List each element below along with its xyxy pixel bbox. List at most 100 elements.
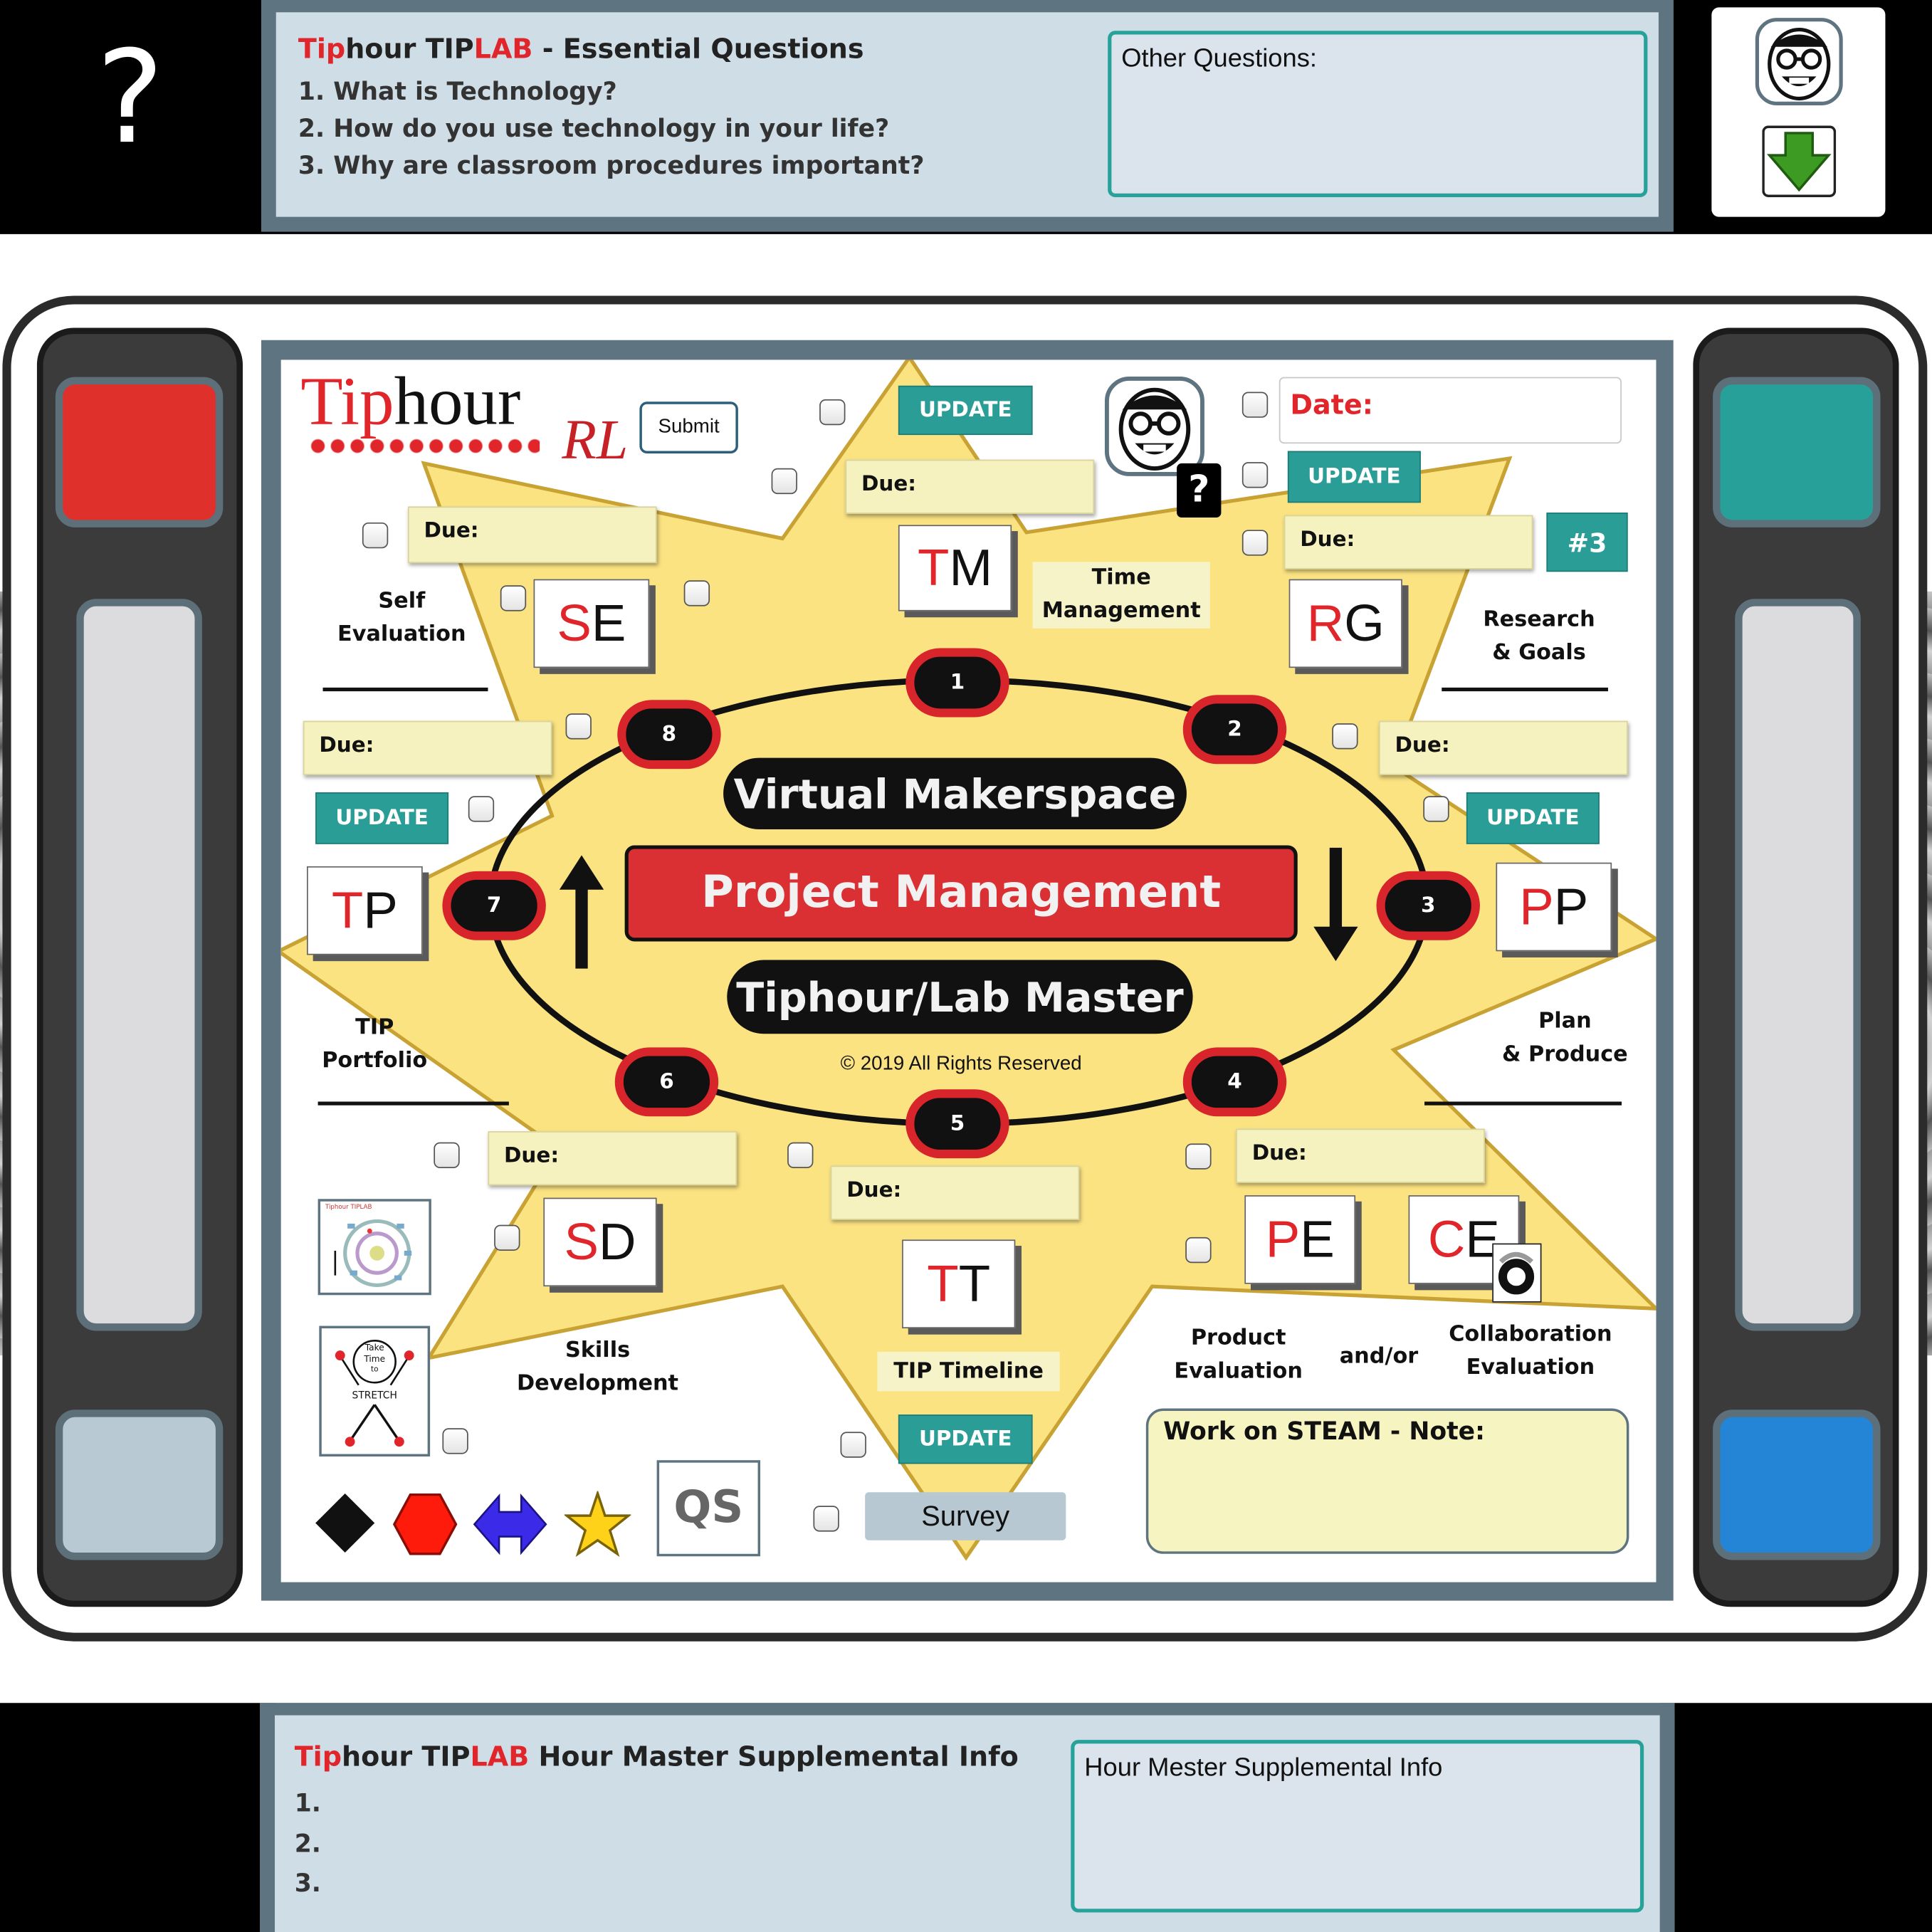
help-question-mark-icon[interactable]: ? — [96, 22, 164, 173]
checkbox[interactable] — [442, 1428, 468, 1454]
label-line: Evaluation — [1466, 1355, 1595, 1380]
tile-tp[interactable]: TP — [307, 866, 423, 955]
checkbox[interactable] — [1241, 462, 1269, 488]
step-5-marker[interactable]: 5 — [905, 1089, 1009, 1159]
step-3-marker[interactable]: 3 — [1376, 871, 1480, 940]
supplemental-info-field[interactable]: Hour Mester Supplemental Info — [1071, 1740, 1644, 1913]
tile-letter: C — [1427, 1209, 1466, 1269]
tile-sd[interactable]: SD — [543, 1197, 657, 1287]
tile-tt[interactable]: TT — [902, 1239, 1016, 1329]
due-label: Due: — [1251, 1140, 1307, 1166]
question-1: 1. What is Technology? — [298, 76, 617, 106]
due-field-pp[interactable]: Due: — [1378, 720, 1628, 775]
left-grey-button[interactable] — [55, 1409, 224, 1560]
stretch-break-thumbnail[interactable]: Take Time to STRETCH — [319, 1325, 431, 1457]
checkbox[interactable] — [1241, 530, 1269, 556]
checkbox[interactable] — [565, 713, 592, 740]
checkbox[interactable] — [840, 1432, 866, 1458]
qs-button[interactable]: QS — [656, 1460, 761, 1557]
yellow-star-icon[interactable] — [563, 1489, 632, 1558]
tile-letter: E — [1300, 1209, 1335, 1269]
update-button-pp[interactable]: UPDATE — [1466, 792, 1600, 844]
label-line: Skills — [565, 1338, 631, 1363]
title-lab: LAB — [470, 1742, 530, 1773]
essential-questions-title: Tiphour TIPLAB - Essential Questions — [298, 34, 864, 65]
ring-toggle-icon[interactable] — [1492, 1243, 1542, 1303]
right-teal-button[interactable] — [1713, 377, 1881, 527]
rl-logo: RL — [562, 407, 629, 471]
project-management-title[interactable]: Project Management — [624, 845, 1298, 942]
left-red-button[interactable] — [55, 377, 224, 527]
step-6-marker[interactable]: 6 — [614, 1047, 719, 1117]
label-line: Collaboration — [1449, 1322, 1612, 1347]
update-button-rg[interactable]: UPDATE — [1287, 451, 1421, 503]
checkbox[interactable] — [1241, 392, 1269, 418]
update-button-tp[interactable]: UPDATE — [315, 792, 449, 844]
lab-master-label[interactable]: Tiphour/Lab Master — [727, 960, 1193, 1034]
due-field-pe[interactable]: Due: — [1236, 1128, 1485, 1183]
other-questions-label: Other Questions: — [1121, 44, 1318, 73]
step-1-marker[interactable]: 1 — [905, 648, 1009, 718]
checkbox[interactable] — [362, 522, 389, 549]
step-7-marker[interactable]: 7 — [442, 871, 546, 940]
checkbox[interactable] — [1423, 796, 1449, 822]
tile-se[interactable]: SE — [533, 579, 650, 668]
checkbox[interactable] — [787, 1142, 814, 1168]
checkbox[interactable] — [813, 1506, 839, 1532]
tile-tm[interactable]: TM — [898, 525, 1012, 611]
green-down-arrow-icon[interactable] — [1762, 125, 1837, 197]
steam-note-field[interactable]: Work on STEAM - Note: — [1145, 1408, 1629, 1554]
checkbox[interactable] — [434, 1142, 460, 1168]
checkbox[interactable] — [500, 585, 527, 611]
due-field-se[interactable]: Due: — [407, 506, 657, 564]
due-field-tm[interactable]: Due: — [845, 459, 1095, 514]
due-field-sd[interactable]: Due: — [488, 1131, 737, 1186]
update-button-tt[interactable]: UPDATE — [898, 1414, 1033, 1464]
tile-pp[interactable]: PP — [1496, 862, 1612, 952]
step-4-marker[interactable]: 4 — [1182, 1047, 1287, 1117]
tile-rg[interactable]: RG — [1288, 579, 1402, 668]
other-questions-field[interactable]: Other Questions: — [1108, 31, 1648, 197]
tile-letter: R — [1306, 594, 1345, 652]
teacher-face-icon-board[interactable] — [1104, 374, 1205, 478]
date-field[interactable]: Date: — [1279, 377, 1622, 444]
due-field-tp[interactable]: Due: — [303, 720, 552, 775]
checkbox[interactable] — [819, 399, 846, 426]
checkbox[interactable] — [771, 468, 797, 495]
checkbox[interactable] — [494, 1224, 520, 1251]
checkbox[interactable] — [1332, 723, 1358, 750]
logo-hour: hour — [394, 363, 521, 440]
spiral-map-thumbnail[interactable]: Tiphour TIPLAB — [317, 1199, 431, 1296]
virtual-makerspace-label[interactable]: Virtual Makerspace — [723, 757, 1187, 829]
tile-pe[interactable]: PE — [1244, 1195, 1356, 1284]
down-arrow-icon — [1311, 845, 1360, 963]
blue-double-arrow-icon[interactable] — [472, 1491, 548, 1558]
submit-button[interactable]: Submit — [639, 401, 738, 454]
step-8-marker[interactable]: 8 — [617, 700, 721, 770]
update-button-tm[interactable]: UPDATE — [898, 385, 1033, 436]
left-slider-track[interactable] — [76, 599, 202, 1331]
help-icon[interactable]: ? — [1177, 463, 1222, 518]
right-slider-track[interactable] — [1735, 599, 1861, 1331]
due-label: Due: — [503, 1143, 560, 1168]
supplemental-item-1: 1. — [294, 1787, 321, 1818]
title-lab: LAB — [473, 34, 533, 65]
checkbox[interactable] — [1185, 1143, 1212, 1170]
tile-letter: D — [598, 1212, 636, 1271]
divider-line — [1442, 687, 1608, 692]
due-field-tt[interactable]: Due: — [830, 1165, 1080, 1220]
right-blue-button[interactable] — [1713, 1409, 1881, 1560]
label-plan-produce: Plan& Produce — [1491, 1005, 1639, 1072]
survey-button[interactable]: Survey — [865, 1492, 1066, 1540]
checkbox[interactable] — [1185, 1237, 1212, 1264]
stretch-text: Take — [364, 1343, 384, 1353]
checkbox[interactable] — [683, 580, 710, 607]
step-2-marker[interactable]: 2 — [1182, 695, 1287, 765]
due-field-rg[interactable]: Due: — [1283, 515, 1533, 569]
tile-letter: M — [949, 538, 993, 597]
checkbox[interactable] — [468, 796, 495, 822]
red-hexagon-icon[interactable] — [392, 1491, 458, 1558]
teacher-face-icon[interactable] — [1755, 17, 1844, 106]
black-diamond-icon[interactable] — [313, 1491, 377, 1555]
